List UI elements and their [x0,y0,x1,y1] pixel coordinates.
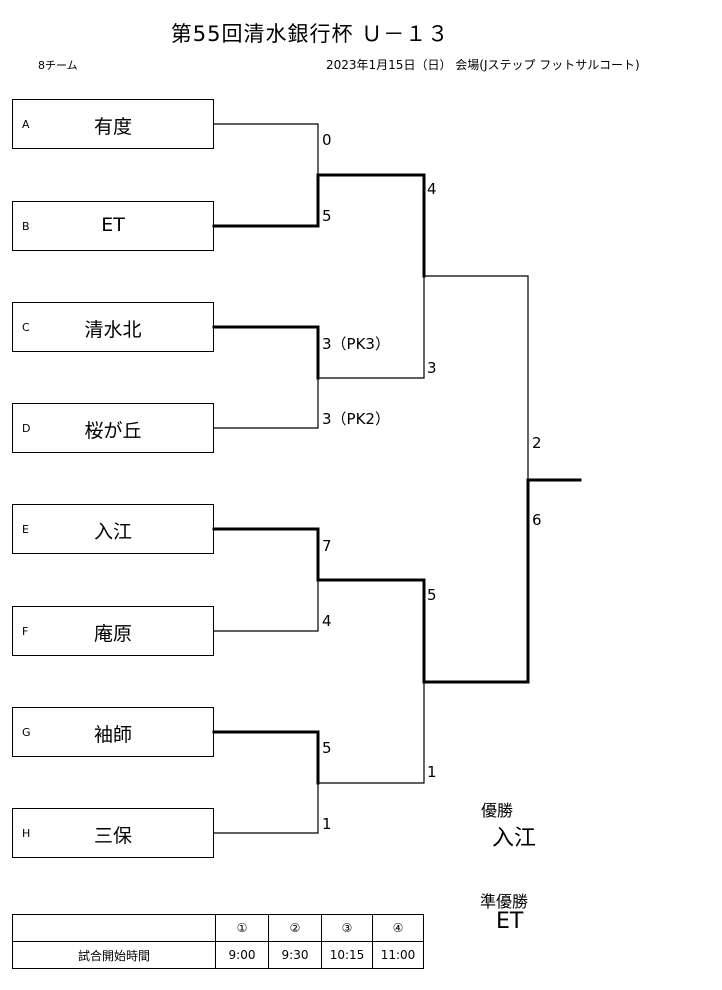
team-count: 8チーム [38,59,78,72]
bracket-line-f [213,579,319,632]
team-name: 袖師 [93,724,132,746]
score-sf1-bottom: 3 [427,359,437,377]
bracket-line-g [212,730,320,785]
bracket-line-d [213,377,319,429]
round-4-mark: ④ [372,914,424,942]
team-name: 三保 [93,825,132,847]
bracket-line-b [212,173,320,228]
bracket-line-sf1-top [316,173,426,278]
score-sf2-bottom: 1 [427,763,437,781]
champion-label: 優勝 [481,801,514,820]
score-e: 7 [322,537,332,555]
round-2-time: 9:30 [268,941,322,969]
team-box-c: C 清水北 [12,302,214,352]
schedule-table: ① ② ③ ④ 試合開始時間 9:00 9:30 10:15 11:00 [12,914,424,969]
champion-name: 入江 [492,826,537,851]
score-a: 0 [322,131,332,149]
round-2-mark: ② [268,914,322,942]
bracket-line-final-bottom [422,478,530,684]
round-3-time: 10:15 [321,941,373,969]
score-g: 5 [322,739,332,757]
team-box-d: D 桜が丘 [12,403,214,453]
score-f: 4 [322,612,332,630]
score-final-bottom: 6 [532,511,542,529]
schedule-header-row: ① ② ③ ④ [12,914,424,942]
bracket-line-a [213,123,319,176]
score-d: 3（PK2） [322,410,390,428]
team-name: 庵原 [93,623,132,645]
page-title: 第55回清水銀行杯 Ｕ－１３ [170,22,450,46]
team-box-f: F 庵原 [12,606,214,656]
team-name: 入江 [93,521,132,543]
score-h: 1 [322,815,332,833]
team-box-a: A 有度 [12,99,214,149]
score-c: 3（PK3） [322,335,390,353]
team-box-e: E 入江 [12,504,214,554]
team-letter: D [22,422,31,435]
team-letter: C [22,321,30,334]
team-letter: H [22,827,31,840]
round-3-mark: ③ [321,914,373,942]
team-letter: E [22,523,29,536]
team-name: 清水北 [84,319,142,341]
runner-up-label: 準優勝 [480,892,529,911]
team-letter: A [22,118,30,131]
bracket-line-e [212,527,320,582]
team-box-b: B ET [12,201,214,251]
team-box-h: H 三保 [12,808,214,858]
bracket-line-final-top [423,275,529,481]
team-name: 有度 [93,116,132,138]
team-box-g: G 袖師 [12,707,214,757]
bracket-line-sf1-bottom [317,275,425,379]
round-1-mark: ① [215,914,269,942]
team-letter: G [22,726,31,739]
round-4-time: 11:00 [372,941,424,969]
date-venue: 2023年1月15日（日） 会場(Jステップ フットサルコート) [326,58,640,72]
schedule-label: 試合開始時間 [12,941,216,969]
bracket-line-h [213,782,319,834]
runner-up-name: ET [496,909,524,934]
bracket-line-sf2-bottom [317,681,425,784]
schedule-time-row: 試合開始時間 9:00 9:30 10:15 11:00 [12,941,424,969]
score-final-top: 2 [532,434,542,452]
round-1-time: 9:00 [215,941,269,969]
bracket-line-sf2-top [316,578,426,684]
team-name: ET [101,214,125,236]
score-sf1-top: 4 [427,180,437,198]
bracket-line-c [212,325,320,380]
team-name: 桜が丘 [84,420,142,442]
schedule-blank-cell [12,914,216,942]
team-letter: F [22,625,29,638]
score-b: 5 [322,207,332,225]
score-sf2-top: 5 [427,586,437,604]
team-letter: B [22,220,30,233]
